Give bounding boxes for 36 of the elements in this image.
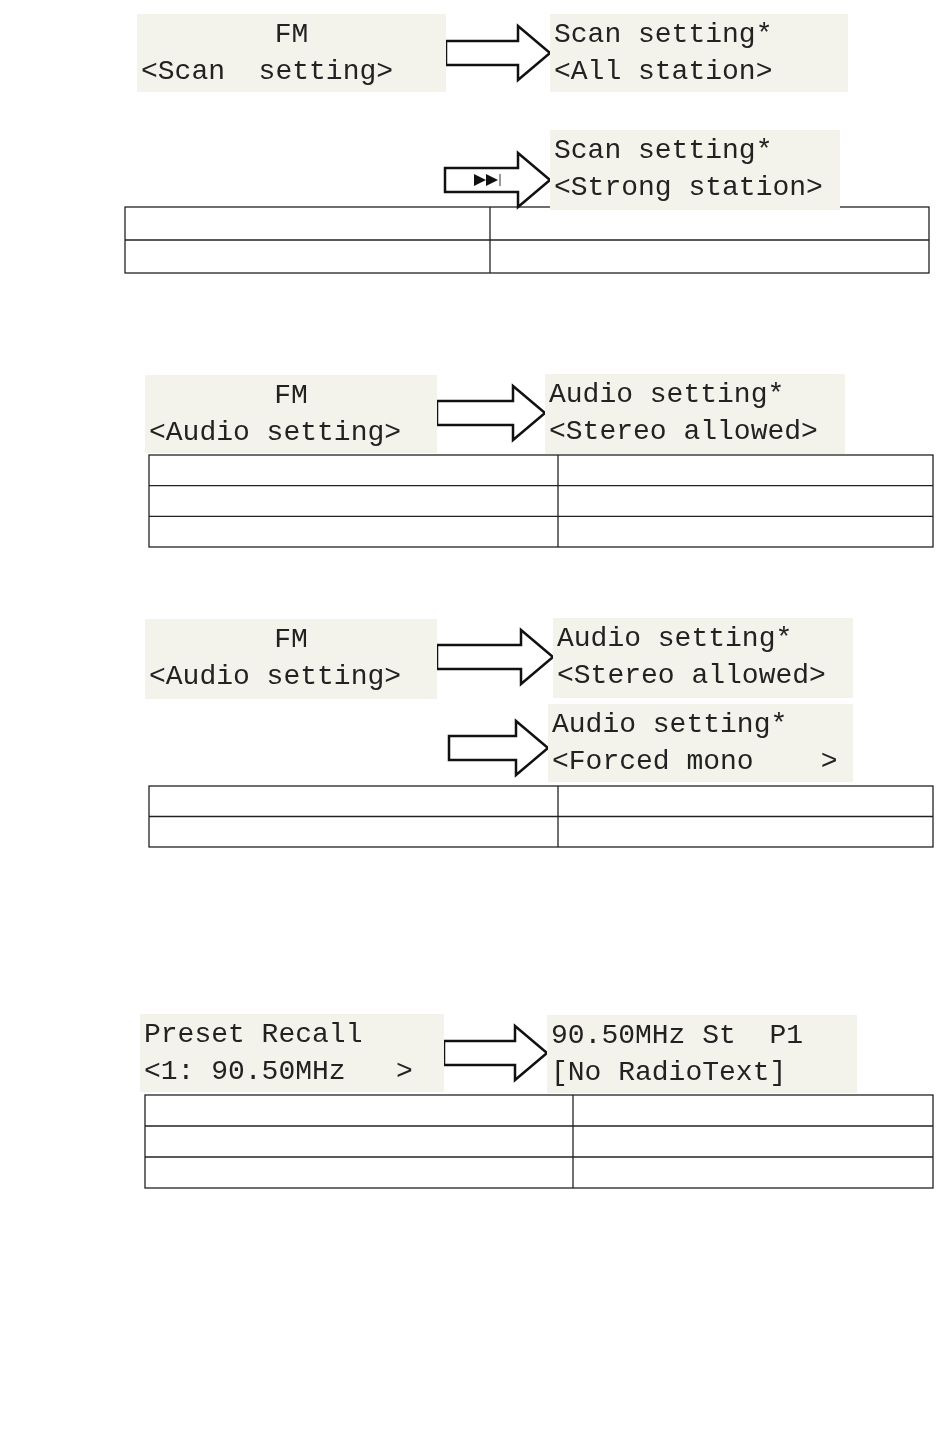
display-text: 90.50MHz St P1 [551,1019,804,1053]
lcd-screen [145,619,437,699]
block-arrow [444,23,552,83]
lcd-screen [137,14,446,92]
lcd-screen [553,618,853,698]
block-arrow [435,383,547,443]
lcd-screen [550,14,848,92]
display-text: <Forced mono > [552,745,838,779]
display-text: FM [274,379,308,413]
display-text: <Stereo allowed> [549,415,818,449]
display-text: <Stereo allowed> [557,659,826,693]
display-text: Preset Recall [144,1018,363,1052]
display-text: FM [274,623,308,657]
display-text: FM [274,18,309,52]
display-text: Audio setting* [557,622,793,656]
display-text: <1: 90.50MHz > [144,1055,413,1089]
block-arrow [435,627,555,687]
lcd-screen [550,130,840,210]
lcd-screen [145,375,437,453]
lcd-screen [548,704,853,782]
block-arrow [442,1023,549,1083]
display-text: Audio setting* [552,708,788,742]
block-arrow [443,150,552,210]
lcd-screen [545,374,845,454]
display-text: <Strong station> [554,171,823,205]
display-text: <All station> [554,55,773,89]
display-text: <Audio setting> [149,416,402,450]
display-text: <Scan setting> [141,55,394,89]
display-text: Scan setting* [554,18,773,52]
lcd-screen [547,1015,857,1093]
display-text: Scan setting* [554,134,773,168]
lcd-screen [140,1014,444,1092]
display-text: Audio setting* [549,378,785,412]
block-arrow [447,718,550,778]
display-text: [No RadioText] [551,1056,787,1090]
display-text: <Audio setting> [149,660,402,694]
